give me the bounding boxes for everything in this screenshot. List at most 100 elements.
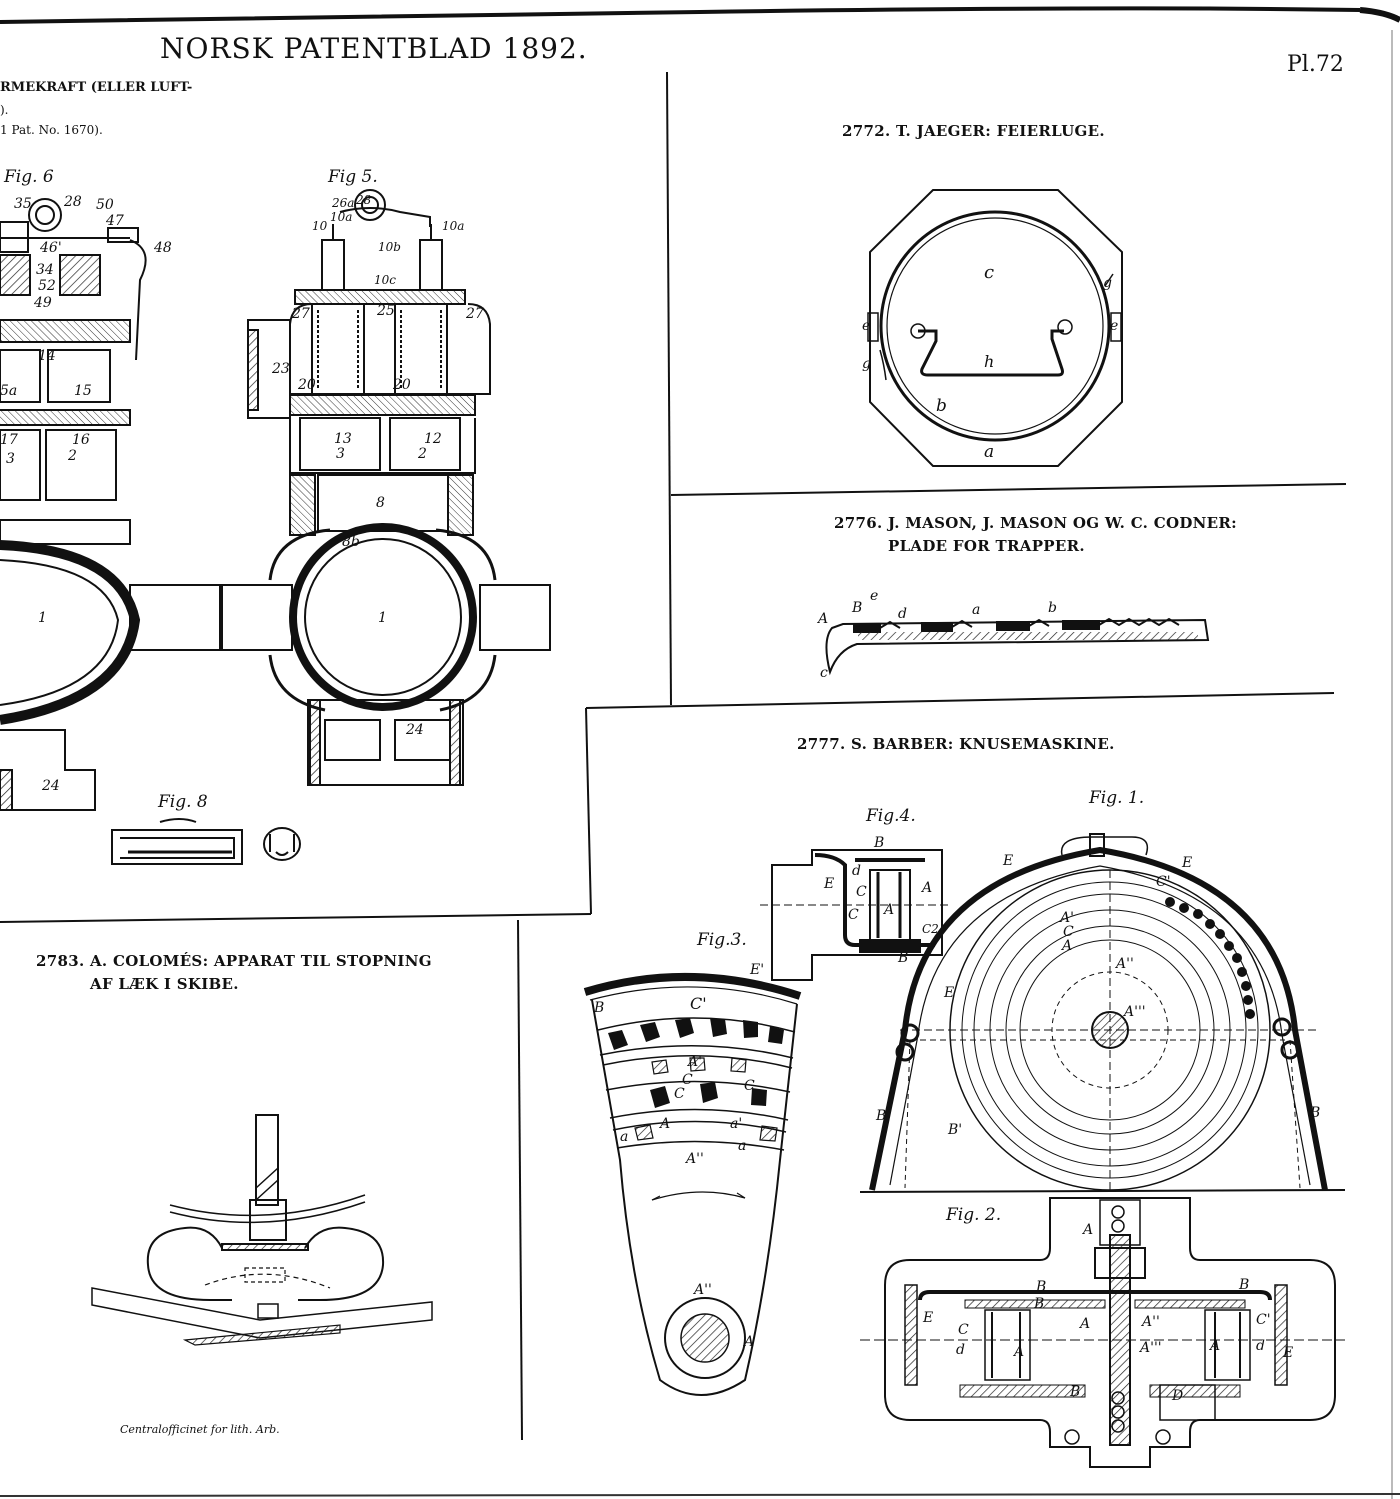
fig1-label-E-mid: E <box>944 985 955 1001</box>
plate-number: Pl.72 <box>1287 52 1344 77</box>
fig1-label-A-dbl: A'' <box>1116 956 1134 972</box>
fig2-label-B-2: B <box>1239 1277 1250 1293</box>
fig4-label-E: E <box>824 876 835 892</box>
stair-label-B: B <box>852 600 863 616</box>
fig5-label-26a: 26a <box>332 196 355 210</box>
fig5-label-2: 2 <box>418 446 427 462</box>
fig1-label-C: C <box>1063 924 1074 940</box>
fig6-label-35: 35 <box>14 196 32 212</box>
feierluge-label-a: a <box>984 442 995 462</box>
fig2-label-d-left: d <box>956 1342 965 1358</box>
fig6-label-17: 17 <box>0 432 18 448</box>
fig2-label-A-top: A <box>1083 1222 1094 1238</box>
feierluge-drawing <box>867 189 1123 467</box>
stair-label-a: a <box>972 602 981 618</box>
fig4-label: Fig.4. <box>866 806 916 826</box>
fig3-label-C-prime: C' <box>690 994 707 1013</box>
fig2-label-A-mid: A <box>1080 1316 1091 1332</box>
fig6-label-52: 52 <box>38 278 56 294</box>
fig6-label-47: 47 <box>106 213 124 229</box>
feierluge-label-g-right: g <box>1103 275 1112 291</box>
left-caption-line1: RMEKRAFT (ELLER LUFT- <box>0 80 193 95</box>
fig5-label-27-left: 27 <box>292 306 310 322</box>
colomes-apparatus-drawing <box>91 1114 433 1346</box>
feierluge-label-e-left: e <box>862 318 871 334</box>
fig1-label-E-right: E <box>1182 855 1193 871</box>
caption-2776-line2: PLADE FOR TRAPPER. <box>888 537 1085 555</box>
fig4-label-B-top: B <box>874 835 885 851</box>
fig5-label-24: 24 <box>406 722 424 738</box>
fig2-label-A-dbl: A'' <box>1142 1314 1160 1330</box>
fig6-label-48: 48 <box>154 240 172 256</box>
stair-label-c: c <box>820 665 828 681</box>
fig3-label-A-dbl: A'' <box>686 1151 704 1167</box>
panel-dividers <box>0 71 1347 1441</box>
fig3-label-A-dbl-lower: A'' <box>694 1282 712 1298</box>
stair-plate-drawing <box>825 617 1210 676</box>
fig5-label-10a-right: 10a <box>442 219 465 233</box>
fig6-label-28: 28 <box>64 194 82 210</box>
fig1-label-E-left: E <box>1003 853 1014 869</box>
fig4-label-C2: C2 <box>922 922 939 936</box>
fig5-label-27-right: 27 <box>466 306 484 322</box>
fig6-label-14: 14 <box>38 348 56 364</box>
fig3-label-C-2: C <box>674 1086 685 1102</box>
fig2-label-d-right: d <box>1256 1338 1265 1354</box>
fig3-label-a-right: a <box>738 1138 747 1154</box>
fig2-label-A-tpl: A''' <box>1140 1340 1162 1356</box>
fig2-label-D: D <box>1172 1388 1184 1404</box>
fig3-label-E-prime: E' <box>750 962 765 978</box>
feierluge-label-c: c <box>984 262 995 283</box>
fig3-label-C-1: C <box>682 1072 693 1088</box>
fig6-label-2: 2 <box>68 448 77 464</box>
fig3-label-B: B <box>594 1000 605 1016</box>
fig6-label-1: 1 <box>38 610 47 626</box>
fig5-label-8b: 8b <box>342 534 360 550</box>
fig6-label-50: 50 <box>96 197 114 213</box>
fig5-label-25: 25 <box>377 303 395 319</box>
lithographer-credit: Centralofficinet for lith. Arb. <box>120 1423 280 1436</box>
fig1-label-B-prime: B' <box>948 1122 963 1138</box>
fig4-label-A-1: A <box>884 902 895 918</box>
fig1-label: Fig. 1. <box>1089 788 1145 808</box>
left-caption-line2: ). <box>0 103 9 117</box>
fig4-label-d: d <box>852 863 861 879</box>
fig2-label-B-1: B <box>1036 1279 1047 1295</box>
fig6-label-5a: 5a <box>0 383 18 399</box>
fig2-label-E-left: E <box>923 1310 934 1326</box>
fig4-label-B-bottom: B <box>898 950 909 966</box>
fig5-label-13: 13 <box>334 431 352 447</box>
fig2-crusher-section <box>860 1197 1345 1468</box>
fig1-label-A-tpl: A''' <box>1124 1004 1146 1020</box>
caption-2776-line1: 2776. J. MASON, J. MASON OG W. C. CODNER… <box>834 514 1237 532</box>
feierluge-label-b: b <box>936 396 947 416</box>
fig8-detail <box>111 818 301 865</box>
fig5-label-20-left: 20 <box>298 377 316 393</box>
fig3-label-A-lower: A <box>744 1334 755 1350</box>
caption-2783-line2: AF LÆK I SKIBE. <box>90 975 239 993</box>
stair-label-A: A <box>818 611 829 627</box>
fig3-label-C-3: C <box>744 1078 755 1094</box>
fig6-label-3: 3 <box>6 451 15 467</box>
fig5-label-10a-left: 10a <box>330 210 353 224</box>
caption-2772: 2772. T. JAEGER: FEIERLUGE. <box>842 122 1105 140</box>
fig4-label-A-2: A <box>922 880 933 896</box>
fig2-label-E-right: E <box>1283 1345 1294 1361</box>
fig1-label-A: A <box>1062 938 1073 954</box>
fig2-label-B-3: B <box>1034 1296 1045 1312</box>
fig5-label-20-right: 20 <box>393 377 411 393</box>
fig5-label-10c: 10c <box>374 273 396 287</box>
left-caption-line3: 1 Pat. No. 1670). <box>0 123 103 137</box>
fig5-engine-section <box>221 189 551 786</box>
fig6-label-24: 24 <box>42 778 60 794</box>
fig2-label-A-right: A <box>1210 1338 1221 1354</box>
fig2-label-C-prime: C' <box>1256 1312 1271 1328</box>
fig5-label-1: 1 <box>378 610 387 626</box>
fig5-label-8: 8 <box>376 495 385 511</box>
fig3-label-a-left: a <box>620 1129 629 1145</box>
caption-2777: 2777. S. BARBER: KNUSEMASKINE. <box>797 735 1115 753</box>
fig5-label-10b: 10b <box>378 240 401 254</box>
fig6-label: Fig. 6 <box>4 167 54 187</box>
fig1-crusher-elevation <box>859 833 1346 1193</box>
